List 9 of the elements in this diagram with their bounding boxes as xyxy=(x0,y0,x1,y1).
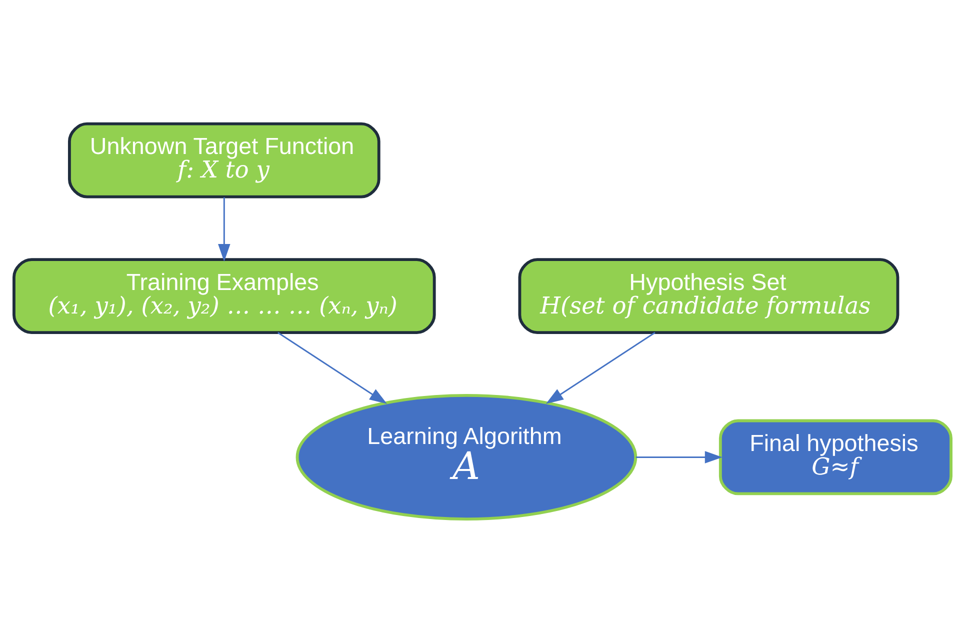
arrow xyxy=(218,196,230,262)
node-box: Final hypothesis G≈f xyxy=(718,418,952,495)
arrow xyxy=(636,450,722,463)
node-ellipse: Learning Algorithm A xyxy=(296,393,638,520)
arrow xyxy=(546,332,656,404)
arrow xyxy=(278,332,388,404)
node-box: Training Examples (x₁, y₁), (x₂, y₂) … … … (xₙ, yₙ) xyxy=(12,258,436,334)
node-box: Unknown Target Function f: X to y xyxy=(68,122,380,198)
node-box: Hypothesis Set H(set of candidate formulas xyxy=(518,258,900,334)
